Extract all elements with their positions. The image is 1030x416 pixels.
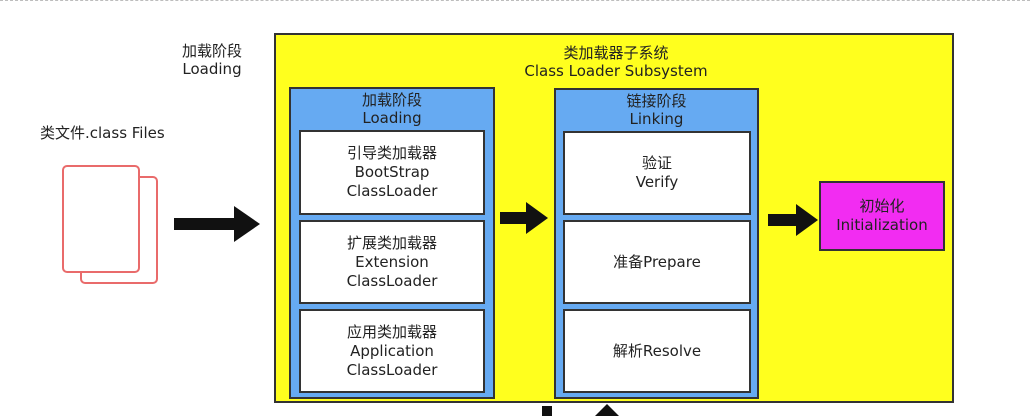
arrow-loading-to-linking (500, 202, 548, 234)
verify-box: 验证 Verify (563, 131, 751, 215)
loading-stage-label-zh: 加载阶段 (181, 42, 242, 60)
prepare-box: 准备Prepare (563, 220, 751, 304)
bootstrap-line2: ClassLoader (346, 182, 438, 200)
subsystem-title-zh: 类加载器子系统 (563, 44, 669, 62)
initialization-en: Initialization (836, 216, 928, 234)
class-file-icon (62, 165, 140, 273)
arrow-up-partial (595, 404, 619, 416)
application-line2: ClassLoader (346, 360, 438, 379)
loading-stage-label-en: Loading (182, 60, 242, 78)
application-zh: 应用类加载器 (346, 322, 437, 341)
initialization-box: 初始化 Initialization (819, 181, 945, 251)
arrow-files-to-loading (174, 206, 260, 242)
class-loader-subsystem: 类加载器子系统 Class Loader Subsystem 加载阶段 Load… (274, 33, 954, 403)
bootstrap-zh: 引导类加载器 (346, 144, 437, 162)
bootstrap-classloader-box: 引导类加载器 BootStrap ClassLoader (299, 130, 485, 215)
arrow-linking-to-initialization (768, 204, 818, 236)
application-classloader-box: 应用类加载器 Application ClassLoader (299, 309, 485, 393)
subsystem-title-en: Class Loader Subsystem (524, 62, 708, 80)
initialization-zh: 初始化 (859, 197, 905, 215)
verify-en: Verify (635, 173, 679, 191)
arrow-down-partial (542, 406, 552, 416)
extension-line2: ClassLoader (346, 271, 438, 290)
linking-phase: 链接阶段 Linking 验证 Verify 准备Prepare 解析Resol… (554, 88, 759, 399)
resolve-box: 解析Resolve (563, 309, 751, 393)
class-files-label: 类文件.class Files (40, 124, 165, 142)
bootstrap-line1: BootStrap (354, 163, 430, 181)
verify-zh: 验证 (641, 154, 672, 172)
prepare-text: 准备Prepare (613, 252, 701, 271)
loading-phase-title-en: Loading (362, 109, 422, 127)
linking-phase-title-en: Linking (629, 110, 684, 128)
subsystem-title: 类加载器子系统 Class Loader Subsystem (516, 44, 716, 80)
extension-line1: Extension (355, 252, 429, 271)
resolve-text: 解析Resolve (612, 341, 702, 360)
loading-stage-label: 加载阶段 Loading (172, 42, 252, 78)
linking-phase-title: 链接阶段 Linking (556, 92, 757, 128)
extension-zh: 扩展类加载器 (346, 233, 437, 252)
top-dashed-border (0, 0, 1030, 1)
extension-classloader-box: 扩展类加载器 Extension ClassLoader (299, 220, 485, 304)
linking-phase-title-zh: 链接阶段 (626, 92, 687, 110)
loading-phase-title-zh: 加载阶段 (361, 91, 422, 109)
loading-phase-title: 加载阶段 Loading (291, 91, 493, 127)
application-line1: Application (350, 341, 434, 360)
loading-phase: 加载阶段 Loading 引导类加载器 BootStrap ClassLoade… (289, 87, 495, 399)
